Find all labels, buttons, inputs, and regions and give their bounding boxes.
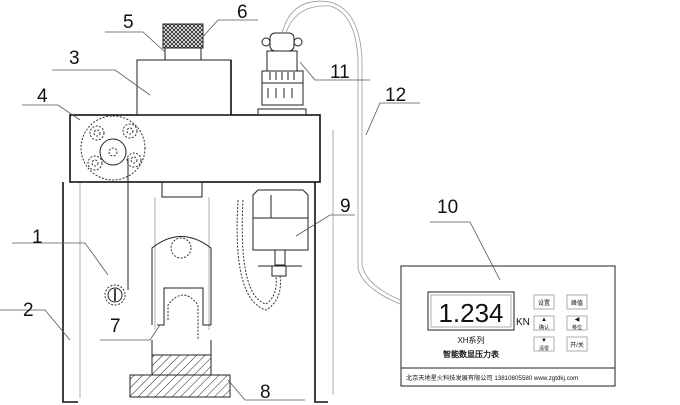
up-arrow-icon: ▲ (541, 317, 547, 323)
peak-button[interactable]: 峰值 (566, 294, 588, 310)
label-1: 1 (32, 227, 43, 248)
cable-12 (281, 0, 401, 301)
svg-text:峰值: 峰值 (571, 299, 583, 307)
block-8 (151, 354, 212, 376)
reading-value: 1.234 (438, 298, 503, 328)
svg-text:移位: 移位 (572, 324, 582, 331)
sensor-9 (236, 189, 309, 311)
label-11: 11 (330, 62, 350, 83)
svg-text:确认: 确认 (539, 324, 549, 331)
label-5: 5 (123, 12, 134, 33)
svg-text:清零: 清零 (539, 345, 549, 352)
up-confirm-button[interactable]: ▲确认 (533, 315, 555, 331)
label-3: 3 (69, 48, 80, 69)
down-arrow-icon: ▼ (541, 338, 547, 344)
set-button[interactable]: 设置 (533, 294, 555, 310)
flange (80, 115, 146, 306)
connector-11 (257, 32, 307, 116)
crossbar-4 (69, 114, 321, 183)
svg-text:开/关: 开/关 (570, 341, 584, 349)
company-footer: 北京天地星火科技发展有限公司 13810805580 www.zgtdkj.co… (406, 374, 578, 382)
base-plate (129, 374, 231, 398)
leader-lines (0, 19, 501, 401)
svg-text:设置: 设置 (538, 299, 550, 307)
frame (62, 23, 334, 403)
label-12: 12 (385, 85, 406, 106)
top-block-3 (136, 59, 232, 116)
label-2: 2 (23, 300, 34, 321)
shackle-7 (151, 181, 212, 340)
series-label: XH系列 (457, 335, 484, 345)
gauge-name: 智能数显压力表 (443, 349, 500, 359)
label-10: 10 (437, 197, 458, 218)
post-5 (164, 47, 202, 61)
label-9: 9 (340, 196, 351, 217)
down-clear-button[interactable]: ▼清零 (533, 336, 555, 352)
label-7: 7 (110, 316, 121, 337)
unit-label: KN (516, 317, 530, 328)
pad-6 (162, 23, 204, 49)
label-8: 8 (260, 382, 271, 403)
label-6: 6 (237, 2, 248, 23)
label-4: 4 (37, 86, 48, 107)
display-unit-10: 1.234 KN XH系列 智能数显压力表 北京天地星火科技发展有限公司 138… (400, 265, 616, 387)
left-arrow-icon: ◀ (575, 317, 580, 323)
power-button[interactable]: 开/关 (566, 336, 588, 352)
shift-button[interactable]: ◀移位 (566, 315, 588, 331)
lcd-screen (427, 291, 515, 331)
